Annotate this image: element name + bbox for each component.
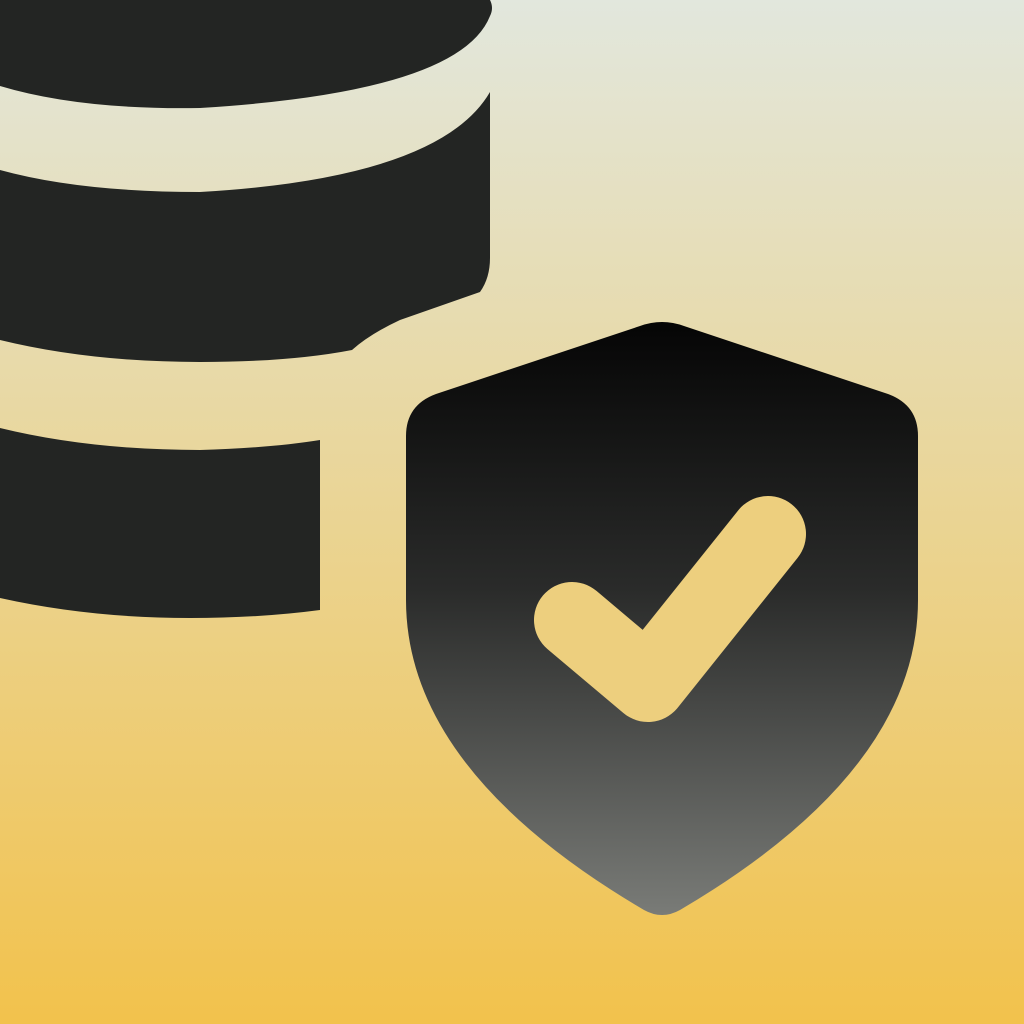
database-bottom-disk: [0, 428, 320, 618]
database-icon: [0, 0, 492, 618]
checkmark-icon: [534, 496, 806, 722]
database-middle-disk: [0, 92, 490, 362]
database-top-disk: [0, 0, 492, 109]
